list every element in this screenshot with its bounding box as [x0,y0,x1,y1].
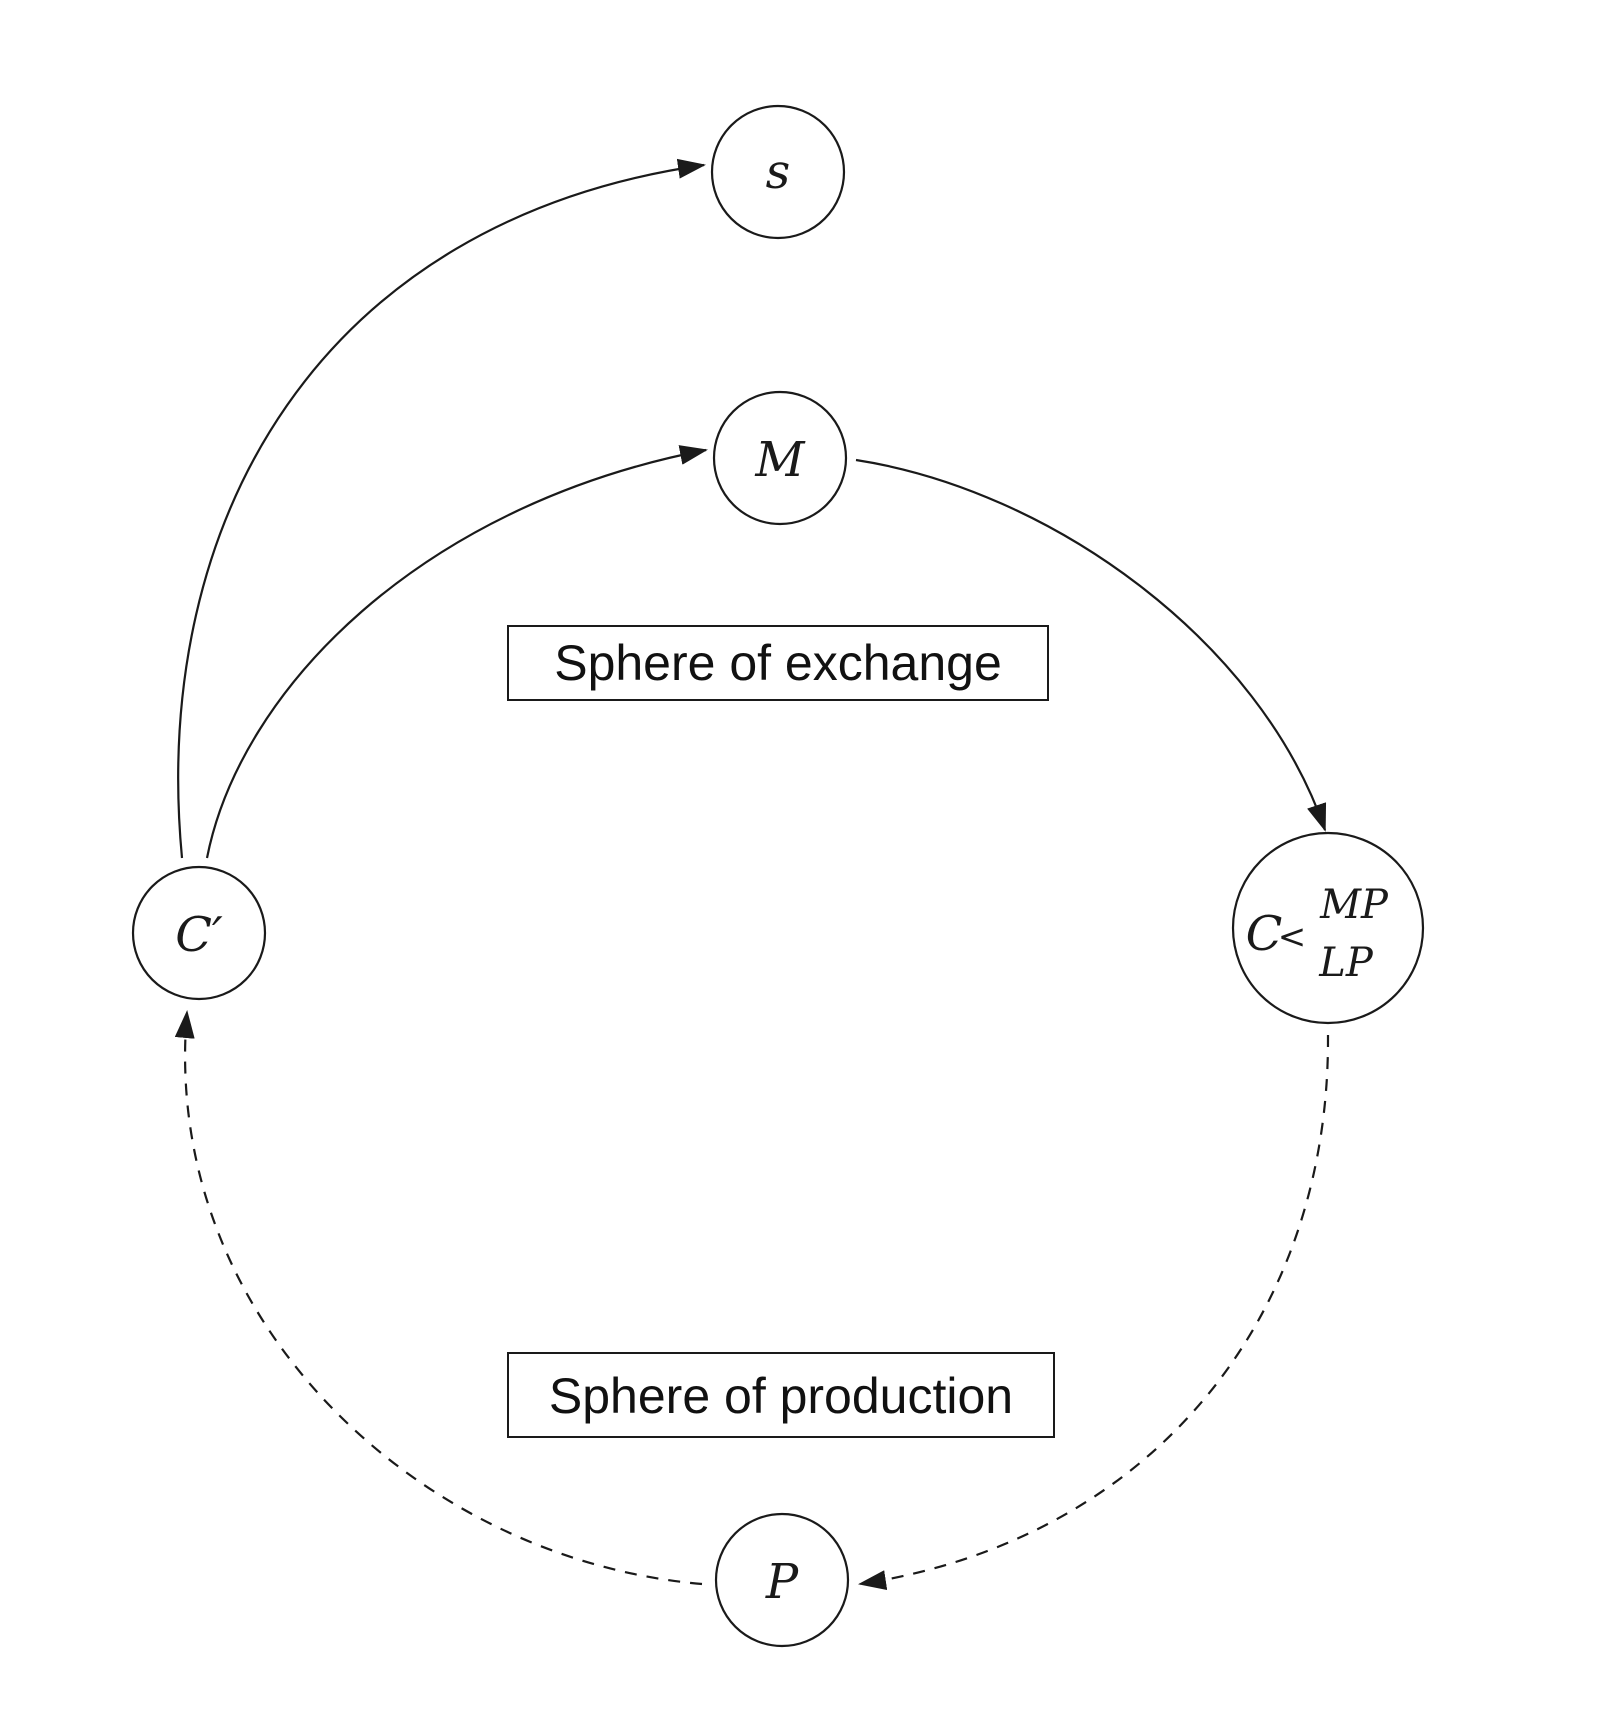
node-c-split-connector: < [1278,917,1307,957]
node-c-split-upper: MP [1319,882,1389,928]
edge-c-prime-to-m [205,445,708,859]
node-c-split-lower: LP [1318,940,1374,986]
edge-c-prime-to-s [177,158,706,859]
node-c-split-circle [1231,831,1425,1025]
node-c-split-label: C [1246,906,1283,962]
node-s-circle [710,104,846,240]
node-m-label: M [754,432,806,488]
region-exchange-label: Sphere of exchange [554,635,1002,691]
node-c-split: C < MP LP [1231,831,1425,1025]
edge-c-to-p [858,1034,1330,1590]
region-exchange: Sphere of exchange [507,625,1049,701]
node-c-prime: C′ [131,865,267,1001]
region-exchange-box [507,625,1049,701]
node-c-prime-label: C′ [175,907,223,963]
edge-m-to-c [855,458,1327,832]
region-production: Sphere of production [507,1352,1055,1438]
node-c-prime-circle [131,865,267,1001]
region-production-label: Sphere of production [549,1368,1013,1424]
node-s: s [710,104,846,240]
node-m: M [712,390,848,526]
node-p-circle [714,1512,850,1648]
node-p-label: P [765,1554,799,1610]
node-m-circle [712,390,848,526]
region-production-box [507,1352,1055,1438]
edge-p-to-c-prime [174,1010,703,1586]
node-s-label: s [766,144,791,200]
node-p: P [714,1512,850,1648]
